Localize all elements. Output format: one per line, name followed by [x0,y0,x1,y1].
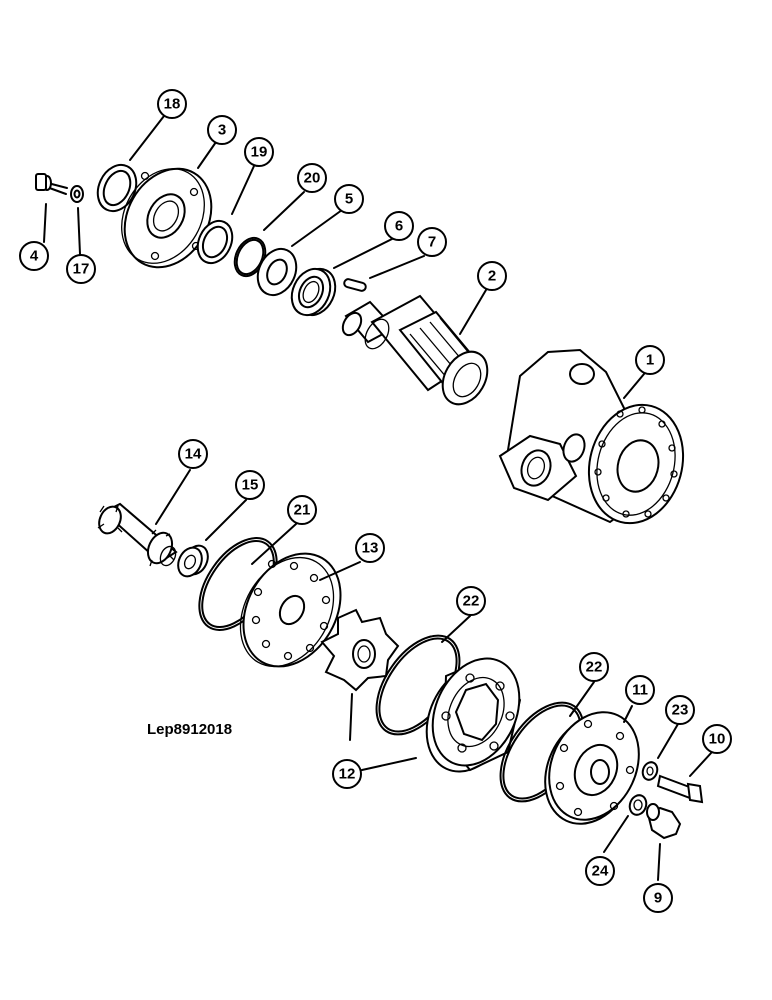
svg-text:2: 2 [488,268,496,285]
drawing-reference: Lep8912018 [147,721,232,738]
svg-text:24: 24 [592,863,609,880]
svg-text:19: 19 [251,144,268,161]
callout-20: 20 [297,163,327,193]
callout-22-upper: 22 [456,586,486,616]
callout-18: 18 [157,89,187,119]
callout-4: 4 [19,241,49,271]
svg-text:5: 5 [345,191,353,208]
callout-19: 19 [244,137,274,167]
svg-text:6: 6 [395,218,403,235]
callout-5: 5 [334,184,364,214]
part-18-seal [96,163,138,213]
callout-12: 12 [332,759,362,789]
svg-text:9: 9 [654,890,662,907]
svg-text:7: 7 [428,234,436,251]
part-13-plate [239,552,342,668]
part-1-housing [498,348,685,525]
part-14-gear-shaft [97,502,178,567]
part-12-gerotor-ring [425,657,522,773]
svg-text:4: 4 [30,248,39,265]
svg-text:18: 18 [164,96,181,113]
callout-9: 9 [643,883,673,913]
callout-11: 11 [625,675,655,705]
callout-24: 24 [585,856,615,886]
svg-text:14: 14 [185,446,202,463]
part-4-bolt [35,173,68,195]
callout-6: 6 [384,211,414,241]
part-9-plug [646,803,682,840]
part-6-bearing [290,267,337,317]
callout-23: 23 [665,695,695,725]
part-11-end-cover [544,711,640,825]
callout-10: 10 [702,724,732,754]
callout-17: 17 [66,254,96,284]
callout-3: 3 [207,115,237,145]
svg-text:21: 21 [294,502,311,519]
svg-text:23: 23 [672,702,689,719]
svg-text:20: 20 [304,170,321,187]
svg-text:1: 1 [646,352,654,369]
part-7-key [343,278,367,292]
part-5-thrust-washer [256,247,298,297]
callout-1: 1 [635,345,665,375]
svg-text:22: 22 [463,593,480,610]
callout-14: 14 [178,439,208,469]
callout-13: 13 [355,533,385,563]
callout-2: 2 [477,261,507,291]
part-17-washer [70,185,84,203]
callout-21: 21 [287,495,317,525]
part-19-ring [196,219,234,265]
part-12-rotor [320,608,400,692]
svg-text:15: 15 [242,477,259,494]
callout-22-lower: 22 [579,652,609,682]
leader-lines [43,115,713,881]
svg-text:13: 13 [362,540,379,557]
part-15-bushing [177,544,209,578]
callout-7: 7 [417,227,447,257]
svg-text:3: 3 [218,122,226,139]
svg-text:10: 10 [709,731,726,748]
part-2-shaft [341,294,489,406]
svg-text:11: 11 [632,682,648,699]
part-23-washer [641,761,659,781]
part-24-washer [628,794,648,816]
svg-text:22: 22 [586,659,603,676]
svg-text:12: 12 [339,766,356,783]
callout-15: 15 [235,470,265,500]
svg-text:17: 17 [73,261,90,278]
part-3-flange [121,167,213,269]
part-10-bolt [656,774,704,804]
